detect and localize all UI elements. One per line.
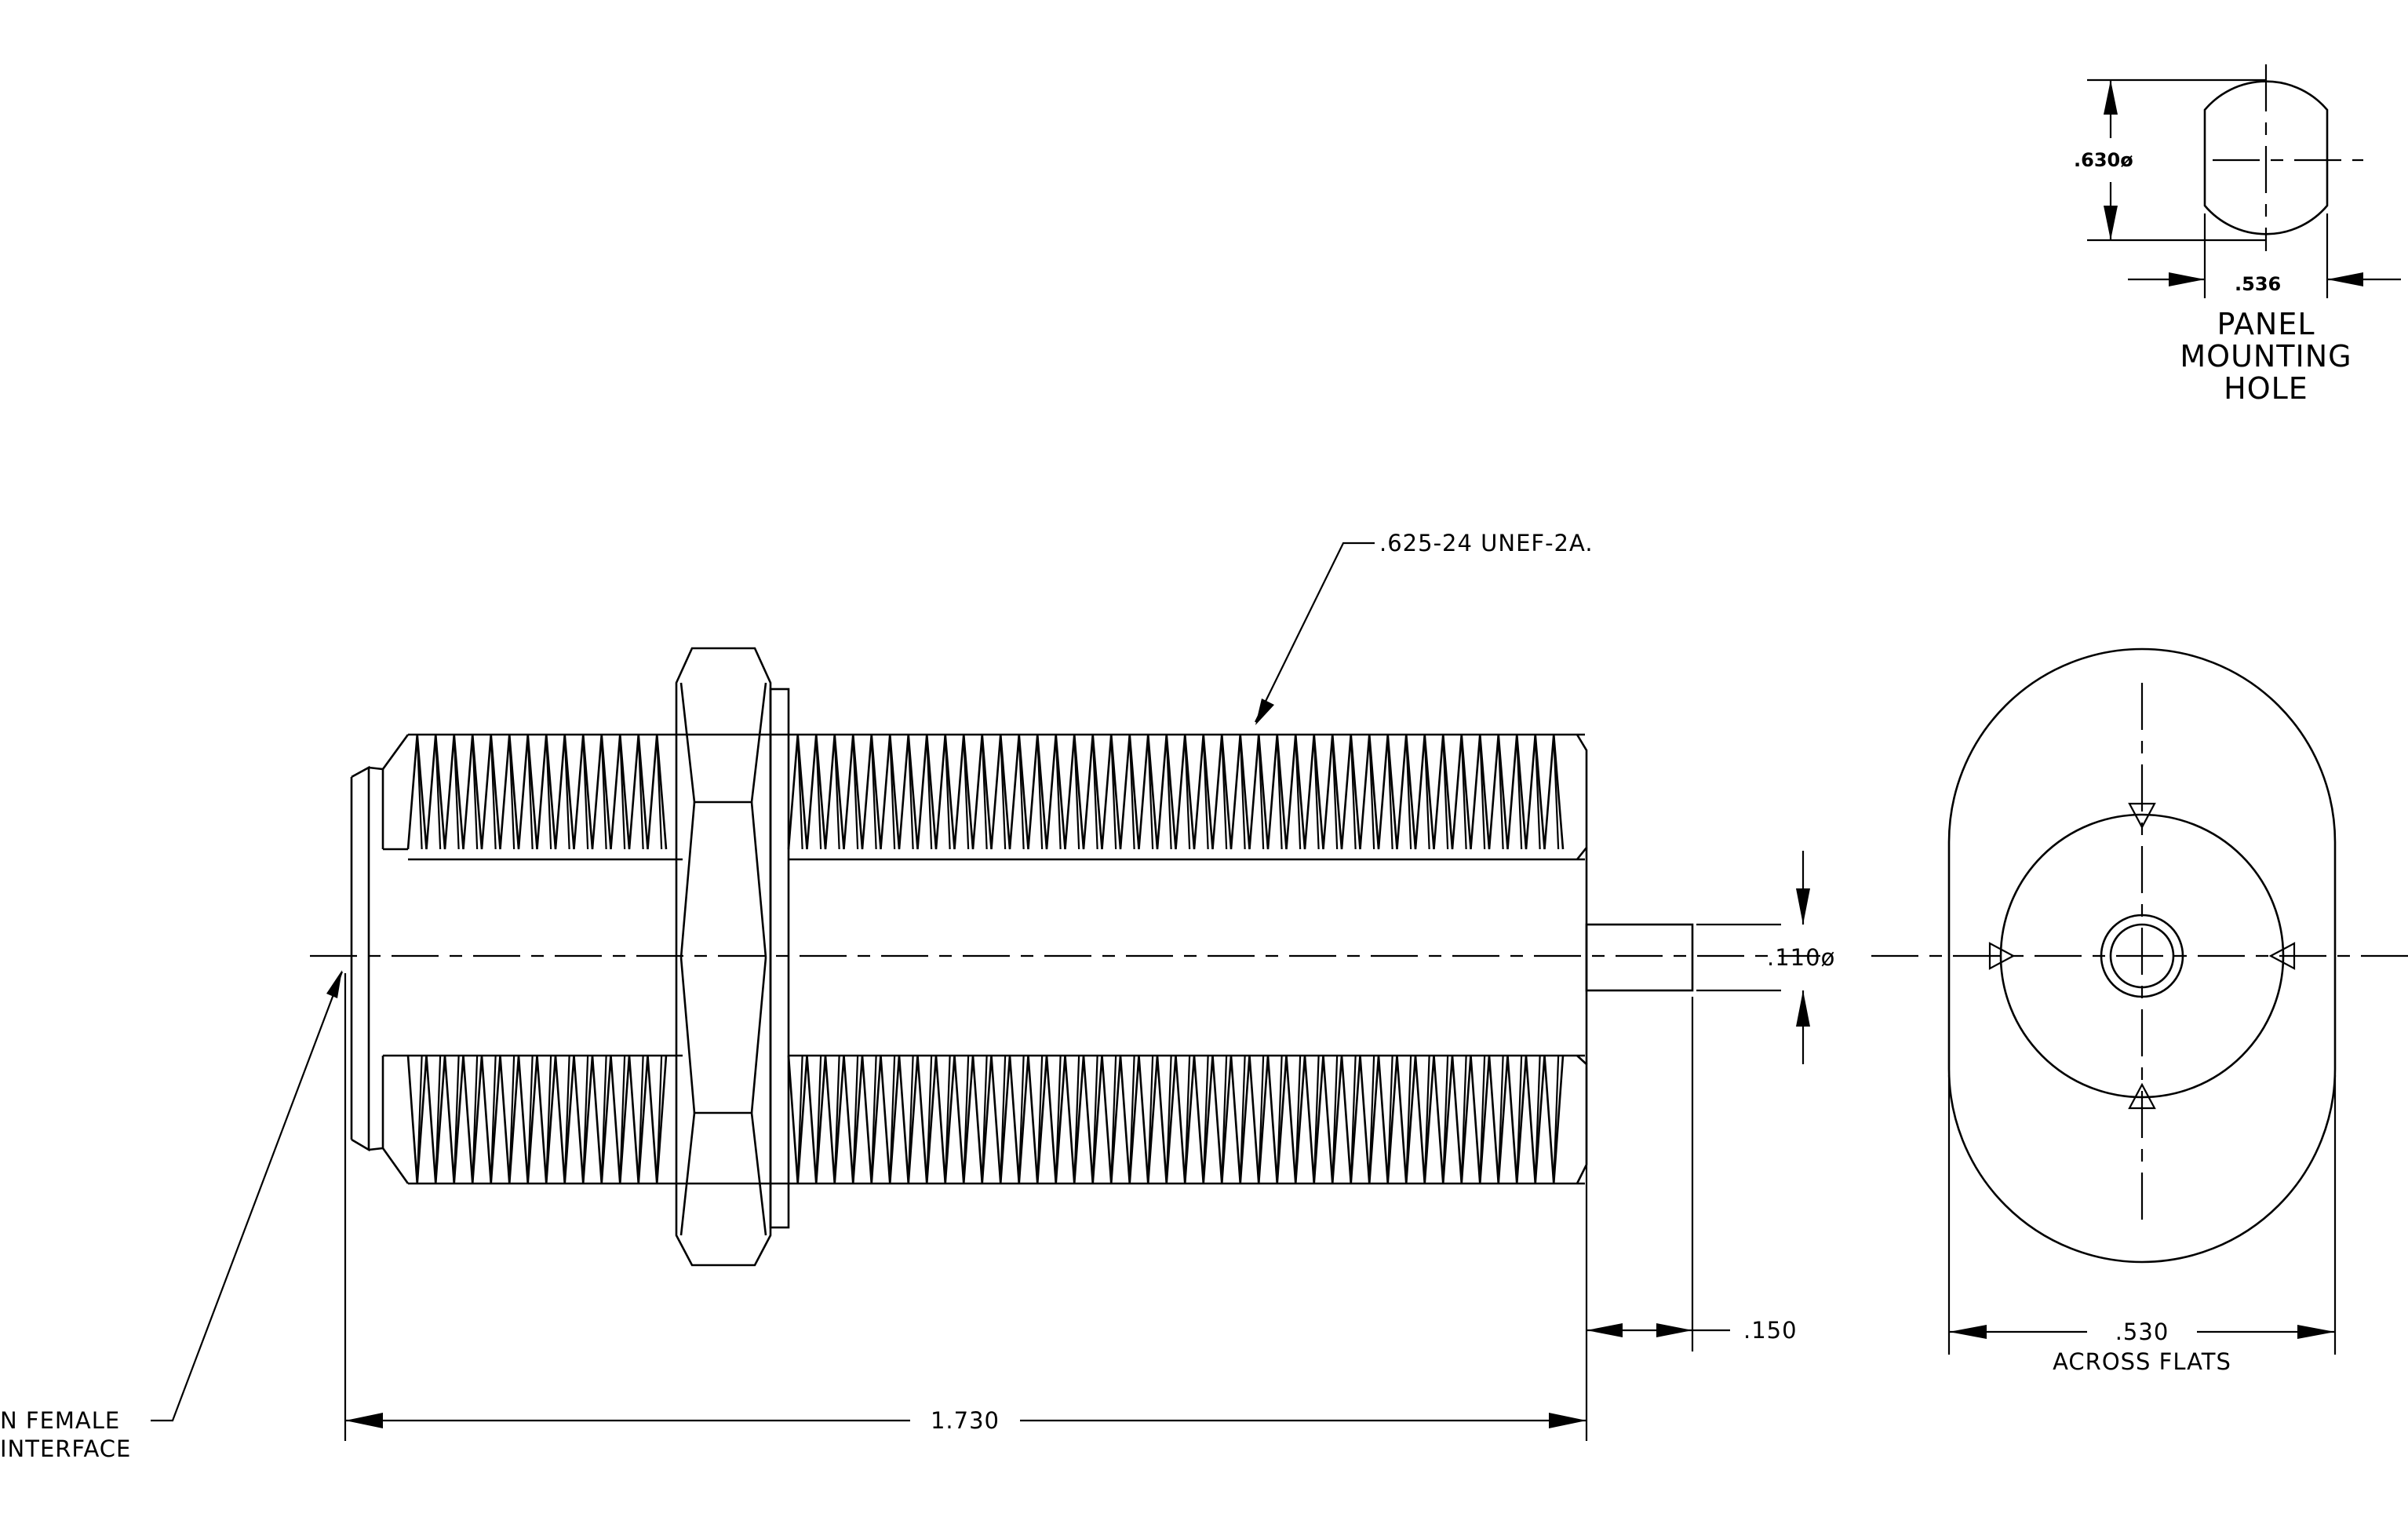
pin-diameter-value: .110ø [1767, 944, 1835, 971]
thread-callout: .625-24 UNEF-2A. [1255, 530, 1594, 725]
pin-length-value: .150 [1743, 1317, 1798, 1344]
center-pin [1585, 923, 1694, 992]
interface-label-line2: INTERFACE [0, 1435, 131, 1462]
front-chamfer [368, 734, 410, 1184]
marker-top [2128, 802, 2156, 830]
thread-spec-label: .625-24 UNEF-2A. [1379, 530, 1594, 556]
pin-length-dimension: .150 [1587, 997, 1798, 1351]
front-lower-thread-flanks [416, 1055, 663, 1184]
panel-hole-title-line1: PANEL [2217, 307, 2315, 341]
panel-hole-flat-value: .536 [2235, 273, 2281, 295]
rear-lower-thread-flanks [796, 1055, 1560, 1184]
panel-hole-title-line3: HOLE [2224, 371, 2308, 406]
thread-pattern [406, 734, 1565, 1184]
end-view-outer-arc-bottom [1947, 1068, 2337, 1264]
marker-left [1988, 942, 2016, 970]
panel-hole-diameter-value: .630ø [2074, 149, 2133, 171]
hex-nut [675, 647, 772, 1267]
interface-label-line1: N FEMALE [0, 1407, 120, 1434]
rear-lower-thread [787, 1055, 1565, 1184]
marker-right [2268, 942, 2296, 970]
pin-diameter-dimension: .110ø [1696, 851, 1835, 1064]
panel-hole-title-line2: MOUNTING [2180, 339, 2352, 374]
end-view-outer-arc-top [1947, 647, 2337, 843]
overall-length-dimension: 1.730 [344, 973, 1588, 1441]
front-upper-thread-flanks [416, 734, 663, 850]
front-upper-thread [406, 734, 668, 850]
connector-side-view [310, 647, 1820, 1267]
lock-washer [769, 688, 790, 1229]
marker-bottom [2128, 1082, 2156, 1110]
front-lower-thread [406, 1055, 668, 1184]
across-flats-dimension: .530 ACROSS FLATS [1947, 1075, 2337, 1375]
rear-upper-thread-flanks [796, 734, 1560, 850]
across-flats-label: ACROSS FLATS [2053, 1348, 2231, 1375]
panel-mounting-hole-view: .630ø .536 PANEL MOUNTING HOLE [2074, 64, 2401, 406]
overall-length-value: 1.730 [931, 1407, 1000, 1434]
across-flats-value: .530 [2115, 1319, 2169, 1345]
interface-callout: N FEMALE INTERFACE [0, 970, 344, 1462]
panel-hole-outline [2203, 80, 2329, 235]
interface-lip [350, 765, 370, 1152]
connector-end-view [1871, 647, 2408, 1264]
rear-upper-thread [787, 734, 1565, 850]
